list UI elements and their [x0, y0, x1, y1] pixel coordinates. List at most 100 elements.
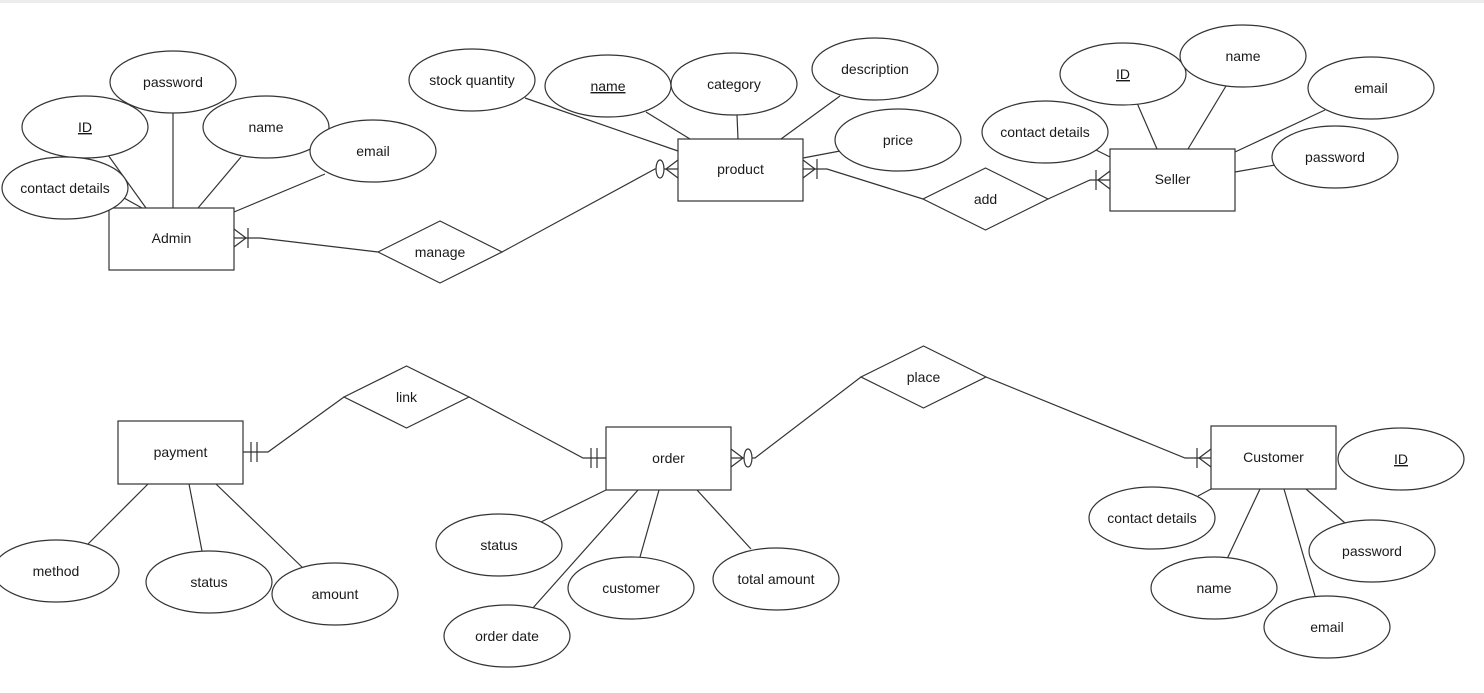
- attribute-order-order-date[interactable]: order date: [443, 604, 571, 668]
- attribute-payment-status-label: status: [190, 574, 227, 590]
- attribute-order-status[interactable]: status: [435, 513, 563, 577]
- entity-customer-label: Customer: [1243, 449, 1304, 465]
- cardinality-product-left-zero-or-many: [655, 159, 679, 179]
- connector-product-stock: [524, 97, 679, 152]
- connector-product-name: [645, 111, 691, 140]
- attribute-product-price[interactable]: price: [834, 108, 962, 172]
- connector-customer-name: [1226, 488, 1261, 560]
- attribute-customer-id-label: ID: [1394, 451, 1408, 467]
- connector-seller-password: [1234, 164, 1276, 173]
- attribute-admin-id-label: ID: [78, 119, 92, 135]
- cardinality-admin-one-or-many: [233, 228, 249, 248]
- connector-order-total: [696, 489, 752, 550]
- attribute-customer-contact-details-label: contact details: [1107, 510, 1197, 526]
- attribute-seller-name-label: name: [1225, 48, 1260, 64]
- entity-customer[interactable]: Customer: [1210, 425, 1337, 490]
- connector-order-place: [731, 376, 862, 459]
- attribute-customer-password[interactable]: password: [1308, 519, 1436, 583]
- attribute-product-name[interactable]: name: [544, 54, 672, 118]
- attribute-order-total-amount[interactable]: total amount: [712, 547, 840, 611]
- connector-payment-status: [188, 483, 203, 552]
- attribute-payment-status[interactable]: status: [145, 550, 273, 614]
- attribute-seller-contact-details[interactable]: contact details: [981, 100, 1109, 164]
- relationship-add-label: add: [974, 191, 997, 207]
- attribute-customer-name[interactable]: name: [1150, 556, 1278, 620]
- entity-admin-label: Admin: [152, 230, 192, 246]
- attribute-customer-id[interactable]: ID: [1337, 427, 1465, 491]
- attribute-product-stock-quantity-label: stock quantity: [429, 72, 515, 88]
- connector-seller-email: [1234, 109, 1326, 153]
- entity-admin[interactable]: Admin: [108, 207, 235, 271]
- connector-order-customer: [639, 489, 660, 558]
- attribute-customer-email-label: email: [1310, 619, 1343, 635]
- connector-link-order: [468, 396, 606, 459]
- entity-seller[interactable]: Seller: [1109, 148, 1236, 212]
- attribute-order-order-date-label: order date: [475, 628, 539, 644]
- attribute-customer-contact-details[interactable]: contact details: [1088, 486, 1216, 550]
- attribute-order-customer-label: customer: [602, 580, 660, 596]
- connector-payment-method: [85, 483, 149, 547]
- relationship-add[interactable]: add: [921, 167, 1050, 231]
- attribute-product-description-label: description: [841, 61, 909, 77]
- attribute-seller-id[interactable]: ID: [1059, 42, 1187, 106]
- connector-admin-email: [233, 173, 326, 213]
- attribute-product-category-label: category: [707, 76, 761, 92]
- attribute-order-total-amount-label: total amount: [737, 571, 814, 587]
- attribute-seller-password[interactable]: password: [1271, 125, 1399, 189]
- attribute-seller-email-label: email: [1354, 80, 1387, 96]
- connector-admin-contact: [123, 197, 143, 209]
- attribute-payment-amount-label: amount: [312, 586, 359, 602]
- attribute-payment-amount[interactable]: amount: [271, 562, 399, 626]
- connector-place-customer: [985, 376, 1211, 459]
- entity-product-label: product: [717, 161, 764, 177]
- connector-add-seller: [1047, 179, 1110, 200]
- attribute-payment-method-label: method: [33, 563, 80, 579]
- attribute-admin-email-label: email: [356, 143, 389, 159]
- connector-product-price: [802, 150, 841, 159]
- attribute-seller-password-label: password: [1305, 149, 1365, 165]
- connector-product-description: [780, 95, 841, 140]
- attribute-connectors: [85, 85, 1346, 610]
- relationship-link[interactable]: link: [342, 365, 471, 429]
- attribute-customer-password-label: password: [1342, 543, 1402, 559]
- attribute-product-price-label: price: [883, 132, 914, 148]
- connector-seller-contact: [1095, 149, 1111, 158]
- relationship-link-label: link: [396, 389, 418, 405]
- entity-product[interactable]: product: [677, 138, 804, 202]
- entity-order-label: order: [652, 450, 685, 466]
- attribute-admin-contact-details-label: contact details: [20, 180, 110, 196]
- cardinality-customer-one-or-many: [1196, 448, 1212, 468]
- attribute-admin-email[interactable]: email: [309, 119, 437, 183]
- attribute-product-stock-quantity[interactable]: stock quantity: [408, 48, 536, 112]
- attribute-seller-email[interactable]: email: [1307, 56, 1435, 120]
- attribute-order-customer[interactable]: customer: [567, 556, 695, 620]
- connector-customer-email: [1283, 488, 1316, 597]
- relationship-place-label: place: [907, 369, 941, 385]
- cardinality-payment-one-only: [250, 442, 258, 462]
- cardinality-order-right-zero-or-many: [730, 448, 753, 468]
- relationship-place[interactable]: place: [859, 345, 988, 409]
- attribute-seller-id-label: ID: [1116, 66, 1130, 82]
- attribute-customer-email[interactable]: email: [1263, 595, 1391, 659]
- attribute-seller-name[interactable]: name: [1179, 24, 1307, 88]
- attribute-customer-name-label: name: [1196, 580, 1231, 596]
- entity-order[interactable]: order: [605, 426, 732, 491]
- attribute-product-category[interactable]: category: [670, 52, 798, 116]
- attribute-product-description[interactable]: description: [811, 37, 939, 101]
- canvas-top-border: [0, 0, 1484, 3]
- attribute-admin-password[interactable]: password: [109, 50, 237, 114]
- relationship-manage[interactable]: manage: [376, 220, 504, 284]
- entity-seller-label: Seller: [1155, 171, 1191, 187]
- connector-product-add: [803, 168, 924, 200]
- cardinality-order-left-one-only: [590, 448, 598, 468]
- entity-payment[interactable]: payment: [117, 420, 244, 485]
- attribute-admin-id[interactable]: ID: [21, 95, 149, 159]
- attribute-admin-contact-details[interactable]: contact details: [1, 156, 129, 220]
- attribute-payment-method[interactable]: method: [0, 539, 120, 603]
- connector-customer-contact: [1197, 488, 1212, 497]
- connector-admin-name: [197, 156, 242, 209]
- connector-payment-link: [243, 396, 345, 453]
- attribute-admin-name[interactable]: name: [202, 95, 330, 159]
- attribute-order-status-label: status: [480, 537, 517, 553]
